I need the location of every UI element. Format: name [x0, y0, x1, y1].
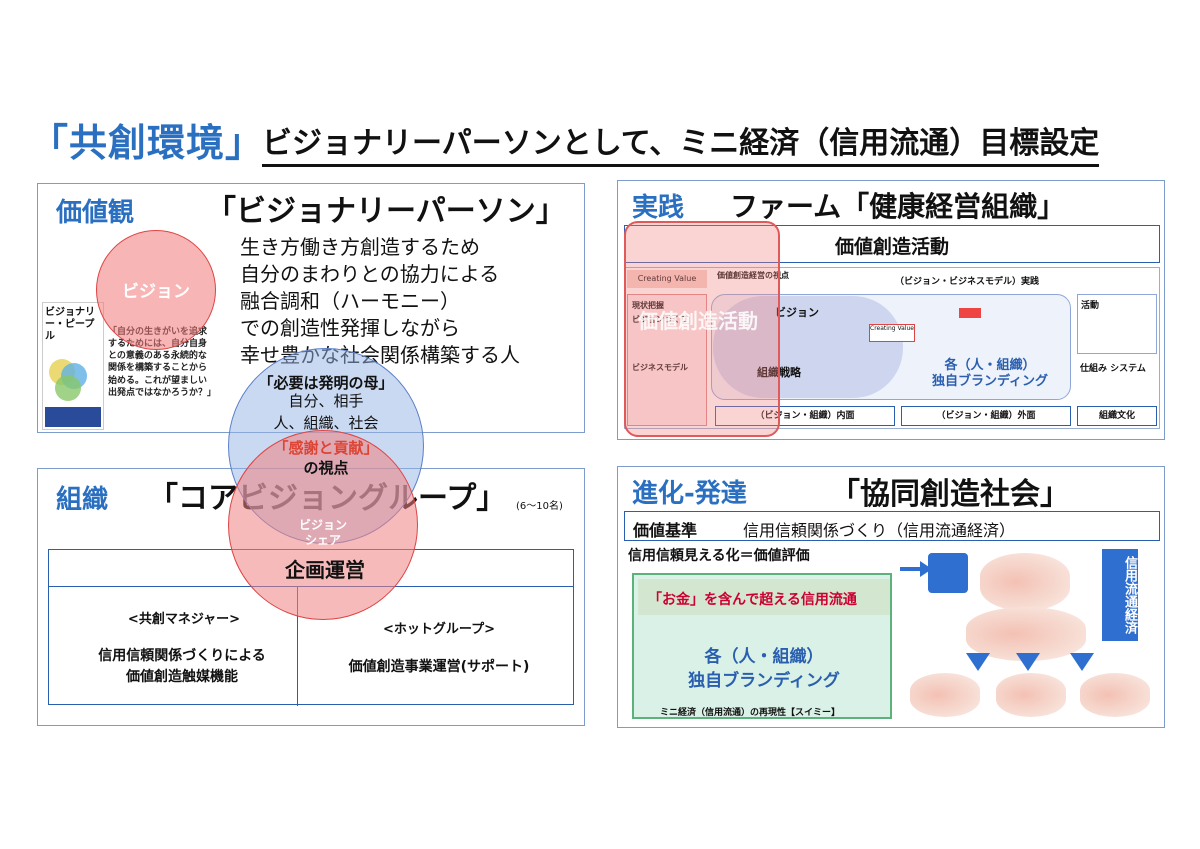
- hot-group-desc: 価値創造事業運営(サポート): [309, 656, 569, 676]
- values-line: 自分のまわりとの協力による: [240, 261, 520, 288]
- fish-group-image: [996, 673, 1066, 717]
- practice-heading: ファーム「健康経営組織」: [730, 185, 1065, 225]
- book-cover: ビジョナリー・ピープル: [42, 302, 104, 430]
- co-creation-manager-label: <共創マネジャー>: [79, 608, 289, 627]
- share-badge: [928, 553, 968, 593]
- org-culture-box: 組織文化: [1077, 406, 1157, 426]
- evolution-branding: 各（人・組織） 独自ブランディング: [664, 645, 864, 693]
- red-node: [959, 308, 981, 318]
- activity-box: 活動: [1077, 294, 1157, 354]
- evolution-branding-line: 独自ブランディング: [664, 669, 864, 693]
- mini-economy-footer: ミニ経済（信用流通）の再現性【スイミー】: [660, 705, 840, 718]
- branding-line: 独自ブランディング: [915, 374, 1065, 390]
- values-description: 生き方働き方創造するため 自分のまわりとの協力による 融合調和（ハーモニー） で…: [240, 234, 520, 369]
- vision-circle-label: ビジョン: [97, 277, 215, 302]
- down-arrow-icon: [1016, 653, 1040, 671]
- evolution-label: 進化-発達: [632, 473, 747, 510]
- title-tag: 「共創環境」: [30, 112, 264, 167]
- criteria-label: 価値基準: [633, 517, 697, 541]
- creating-value-node: Creating Value: [869, 324, 915, 342]
- credit-flow-economy-label: 信用流通経済: [1102, 549, 1138, 641]
- money-flow-text: 「お金」を含んで超える信用流通: [648, 589, 857, 609]
- practice-header-right: （ビジョン・ビジネスモデル）実践: [895, 274, 1039, 287]
- evolution-branding-line: 各（人・組織）: [664, 645, 864, 669]
- values-label: 価値観: [56, 192, 134, 229]
- values-line: 融合調和（ハーモニー）: [240, 288, 520, 315]
- need-circle-line: 自分、相手: [228, 390, 424, 412]
- evolution-panel: 進化-発達 「協同創造社会」 価値基準 信用信頼関係づくり（信用流通経済） 信用…: [617, 466, 1165, 728]
- manager-desc-line: 価値創造触媒機能: [67, 667, 297, 688]
- practice-label: 実践: [632, 187, 684, 224]
- vision-share-text: ビジョン シェア: [228, 518, 418, 548]
- values-line: 生き方働き方創造するため: [240, 234, 520, 261]
- org-label: 組織: [56, 479, 108, 516]
- values-heading: 「ビジョナリーパーソン」: [206, 186, 566, 230]
- fish-group-image: [1080, 673, 1150, 717]
- system-box: 仕組み システム: [1077, 358, 1157, 402]
- down-arrow-icon: [1070, 653, 1094, 671]
- vision-circle: ビジョン: [96, 230, 216, 350]
- gratitude-text: 「感謝と貢献」: [228, 437, 424, 458]
- criteria-text: 信用信頼関係づくり（信用流通経済）: [743, 517, 1015, 541]
- evolution-heading: 「協同創造社会」: [830, 469, 1070, 513]
- branding-line: 各（人・組織）: [915, 358, 1065, 374]
- co-creation-manager-desc: 信用信頼関係づくりによる 価値創造触媒機能: [67, 646, 297, 688]
- outer-aspect-box: （ビジョン・組織）外面: [901, 406, 1071, 426]
- perspective-text: の視点: [228, 457, 424, 478]
- small-fish-image: [980, 553, 1070, 611]
- planning-text: 企画運営: [240, 554, 410, 583]
- need-circle-line: 人、組織、社会: [228, 412, 424, 434]
- book-title: ビジョナリー・ピープル: [43, 303, 103, 347]
- trust-flow-box: 「お金」を含んで超える信用流通 各（人・組織） 独自ブランディング ミニ経済（信…: [632, 573, 892, 719]
- fish-group-image: [910, 673, 980, 717]
- practice-panel: 実践 ファーム「健康経営組織」 価値創造活動 Creating Value 価値…: [617, 180, 1165, 440]
- system-label: 仕組み システム: [1080, 361, 1154, 374]
- evaluation-label: 信用信頼見える化＝価値評価: [628, 545, 810, 565]
- hot-group-label: <ホットグループ>: [309, 618, 569, 637]
- vision-title: ビジョン: [775, 304, 819, 320]
- page-title: ビジョナリーパーソンとして、ミニ経済（信用流通）目標設定: [262, 118, 1099, 167]
- activity-label: 活動: [1081, 298, 1153, 311]
- down-arrow-icon: [966, 653, 990, 671]
- values-line: での創造性発揮しながら: [240, 315, 520, 342]
- manager-desc-line: 信用信頼関係づくりによる: [67, 646, 297, 667]
- branding-text: 各（人・組織） 独自ブランディング: [915, 358, 1065, 390]
- org-note: (6～10名): [516, 497, 563, 512]
- overlay-text: 価値創造活動: [638, 309, 768, 333]
- need-circle-text: 自分、相手 人、組織、社会: [228, 390, 424, 434]
- value-criteria-bar: 価値基準 信用信頼関係づくり（信用流通経済）: [624, 511, 1160, 541]
